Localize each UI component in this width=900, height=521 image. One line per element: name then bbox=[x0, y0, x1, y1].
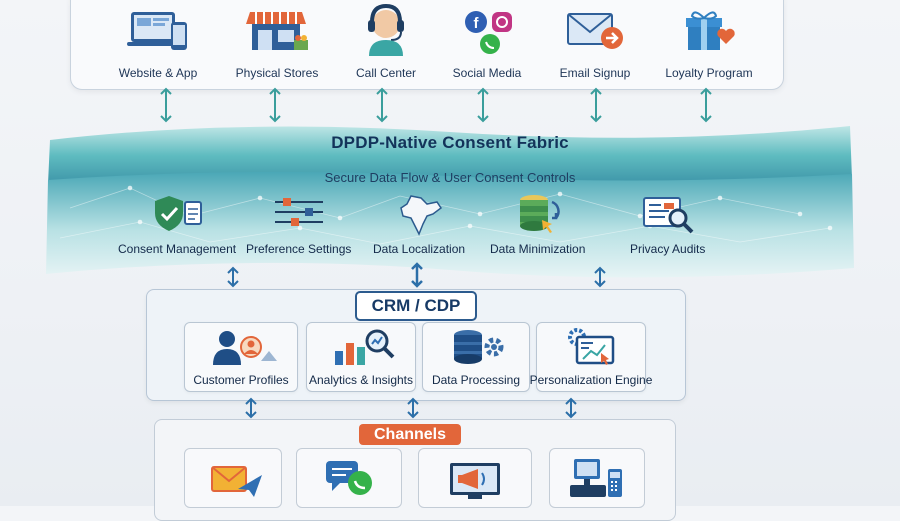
india-map-icon bbox=[389, 192, 449, 236]
flow-arrow bbox=[160, 87, 172, 123]
data-sources-panel bbox=[70, 0, 784, 90]
store-icon bbox=[242, 0, 312, 62]
crm-card-label: Customer Profiles bbox=[193, 373, 289, 387]
source-call-center: Call Center bbox=[331, 0, 441, 88]
flow-arrow bbox=[227, 266, 239, 288]
channels-title: Channels bbox=[359, 424, 461, 445]
fabric-item-label: Privacy Audits bbox=[630, 242, 706, 256]
flow-arrow bbox=[245, 397, 257, 419]
fabric-title: DPDP-Native Consent Fabric bbox=[331, 133, 569, 152]
profile-icon bbox=[201, 327, 281, 367]
flow-arrow bbox=[376, 87, 388, 123]
source-label: Call Center bbox=[355, 66, 417, 80]
flow-arrow bbox=[269, 87, 281, 123]
crm-title: CRM / CDP bbox=[355, 291, 477, 321]
source-label: Email Signup bbox=[559, 66, 631, 80]
fabric-item-data-minimization: Data Minimization bbox=[490, 192, 585, 256]
flow-arrow bbox=[594, 266, 606, 288]
flow-arrow bbox=[700, 87, 712, 123]
source-label: Physical Stores bbox=[235, 66, 319, 80]
fabric-item-label: Data Minimization bbox=[490, 242, 586, 256]
audit-search-icon bbox=[638, 192, 698, 236]
analytics-icon bbox=[321, 327, 401, 367]
pos-terminal-icon bbox=[562, 455, 632, 503]
gift-icon bbox=[674, 0, 744, 62]
crm-card-label: Data Processing bbox=[431, 373, 521, 387]
source-label: Loyalty Program bbox=[665, 66, 753, 80]
flow-arrow bbox=[411, 262, 423, 288]
flow-arrow bbox=[477, 87, 489, 123]
flow-arrow bbox=[565, 397, 577, 419]
digital-ads-icon bbox=[440, 455, 510, 503]
flow-arrow bbox=[590, 87, 602, 123]
fabric-item-data-localization: Data Localization bbox=[373, 192, 465, 256]
source-loyalty-program: Loyalty Program bbox=[654, 0, 764, 88]
fabric-item-preference-settings: Preference Settings bbox=[246, 192, 351, 256]
sliders-icon bbox=[269, 192, 329, 236]
email-signup-icon bbox=[560, 0, 630, 62]
source-label: Social Media bbox=[452, 66, 522, 80]
database-sync-icon bbox=[508, 192, 568, 236]
personalization-icon bbox=[551, 327, 631, 367]
crm-card-customer-profiles: Customer Profiles bbox=[184, 322, 298, 392]
fabric-item-label: Consent Management bbox=[118, 242, 237, 256]
crm-card-personalization-engine: Personalization Engine bbox=[530, 322, 652, 392]
fabric-subtitle: Secure Data Flow & User Consent Controls bbox=[324, 170, 576, 185]
crm-card-analytics-insights: Analytics & Insights bbox=[306, 322, 416, 392]
source-social-media: f Social Media bbox=[432, 0, 542, 88]
source-physical-stores: Physical Stores bbox=[222, 0, 332, 88]
source-website-app: Website & App bbox=[103, 0, 213, 88]
data-processing-icon bbox=[436, 327, 516, 367]
headset-icon bbox=[351, 0, 421, 62]
source-label: Website & App bbox=[118, 66, 198, 80]
channel-card-messaging bbox=[296, 448, 402, 508]
channel-card-pos bbox=[549, 448, 645, 508]
crm-card-data-processing: Data Processing bbox=[422, 322, 530, 392]
source-email-signup: Email Signup bbox=[540, 0, 650, 88]
fabric-item-label: Data Localization bbox=[373, 242, 466, 256]
channel-card-digital-ads bbox=[418, 448, 532, 508]
flow-arrow bbox=[407, 397, 419, 419]
channel-card-email bbox=[184, 448, 282, 508]
fabric-item-privacy-audits: Privacy Audits bbox=[630, 192, 705, 256]
fabric-item-label: Preference Settings bbox=[246, 242, 352, 256]
fabric-item-consent-management: Consent Management bbox=[118, 192, 236, 256]
crm-card-label: Personalization Engine bbox=[529, 373, 653, 387]
social-media-icon: f bbox=[452, 0, 522, 62]
crm-card-label: Analytics & Insights bbox=[308, 373, 414, 387]
email-send-icon bbox=[198, 455, 268, 503]
chat-whatsapp-icon bbox=[314, 455, 384, 503]
shield-check-icon bbox=[147, 192, 207, 236]
svg-text:f: f bbox=[474, 15, 480, 32]
website-app-icon bbox=[123, 0, 193, 62]
